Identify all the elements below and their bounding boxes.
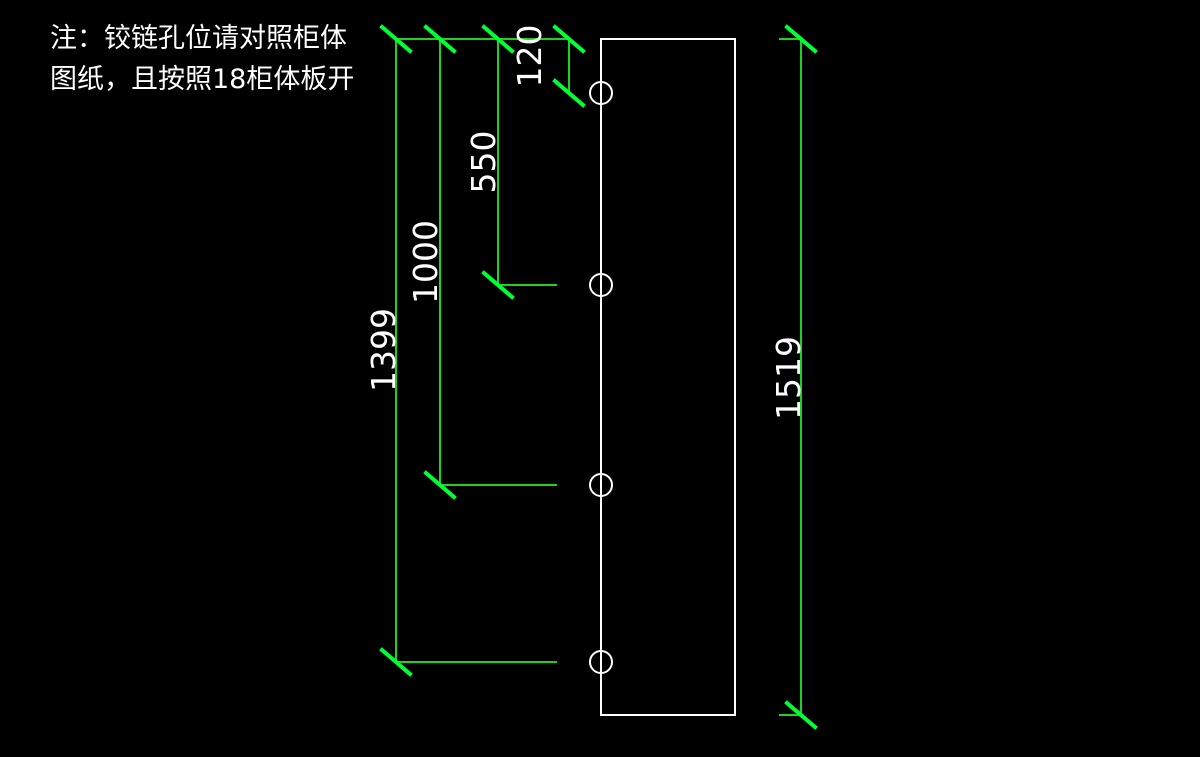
tick-1399-bottom [379,647,413,677]
panel-outline [600,38,736,716]
dim-120-label: 120 [510,25,549,88]
tick-550-bottom [481,270,515,300]
note-line-1: 注：铰链孔位请对照柜体 [50,23,347,54]
tick-1000-top [423,24,457,54]
hinge-holes [589,81,613,674]
tick-1519-bottom [784,700,818,730]
note-line-2: 图纸，且按照18柜体板开 [50,64,354,95]
dim-550-label: 550 [464,131,503,194]
hinge-hole-3 [589,473,613,497]
tick-550-top [481,24,515,54]
hinge-hole-2 [589,273,613,297]
tick-1519-top [784,24,818,54]
dim-1399-label: 1399 [364,308,403,392]
dimension-lines [395,38,802,716]
tick-120-bottom [552,78,586,108]
dimension-ticks [379,24,818,730]
dim-1000-label: 1000 [406,220,445,304]
hinge-hole-1 [589,81,613,105]
tick-1000-bottom [423,470,457,500]
dim-1519-label: 1519 [769,336,808,420]
tick-120-top [552,24,586,54]
hinge-hole-4 [589,650,613,674]
tick-1399-top [379,24,413,54]
